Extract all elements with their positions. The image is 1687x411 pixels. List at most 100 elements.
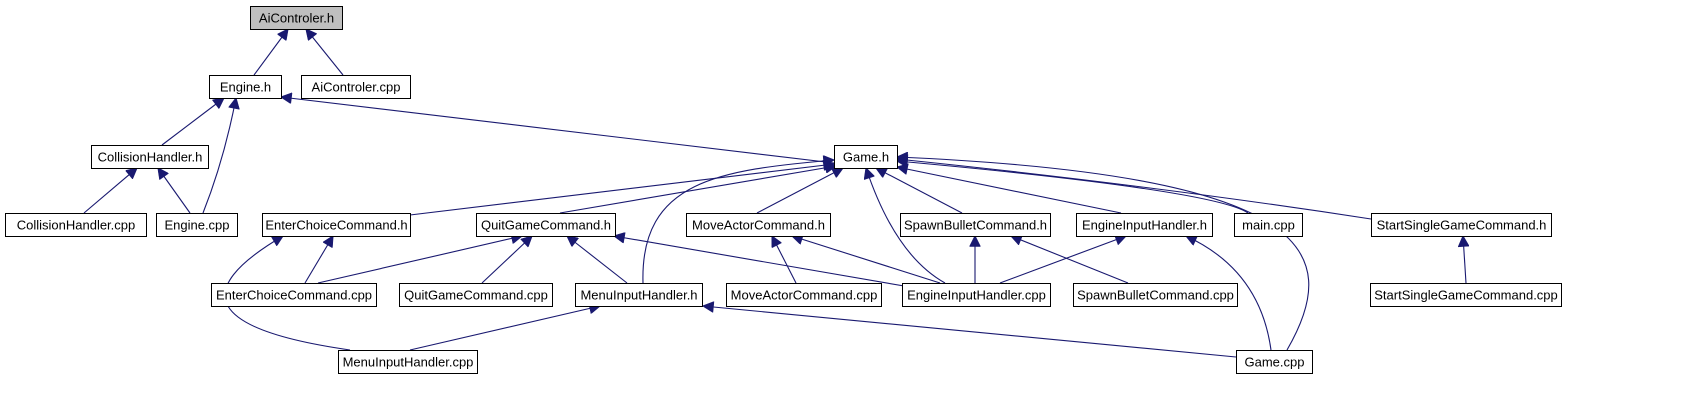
node-engine-cpp[interactable]: Engine.cpp <box>156 213 238 237</box>
edge-engineinputhandler-cpp-to-engineinputhandler-h <box>999 236 1126 284</box>
node-box[interactable] <box>900 213 1051 237</box>
node-label: Game.cpp <box>1245 354 1305 369</box>
node-box[interactable] <box>209 75 282 99</box>
node-box[interactable] <box>1371 213 1552 237</box>
edge-menuinputhandler-h-to-quitgamecommand-h <box>567 236 628 284</box>
node-label: MenuInputHandler.h <box>580 287 697 302</box>
edge-game-h-to-engine-h <box>281 97 835 164</box>
edge-collisionhandler-h-to-engine-h <box>161 98 224 146</box>
node-label: QuitGameCommand.cpp <box>404 287 548 302</box>
edge-spawnbulletcommand-cpp-to-spawnbulletcommand-h <box>1011 236 1129 284</box>
edge-enterchoicecommand-cpp-to-quitgamecommand-h <box>317 236 522 284</box>
edge-game-cpp-to-engineinputhandler-h <box>1186 236 1272 351</box>
node-startsinglegamecommand-cpp[interactable]: StartSingleGameCommand.cpp <box>1370 283 1562 307</box>
node-label: CollisionHandler.cpp <box>17 217 136 232</box>
node-label: StartSingleGameCommand.h <box>1377 217 1547 232</box>
node-box[interactable] <box>211 283 377 307</box>
node-label: AiControler.cpp <box>312 79 401 94</box>
node-label: SpawnBulletCommand.cpp <box>1077 287 1234 302</box>
edge-engineinputhandler-h-to-game-h <box>897 167 1122 214</box>
node-box[interactable] <box>1236 350 1313 374</box>
edge-spawnbulletcommand-h-to-game-h <box>876 168 963 214</box>
node-label: EnterChoiceCommand.cpp <box>216 287 372 302</box>
edge-engineinputhandler-cpp-to-moveactorcommand-h <box>792 236 941 284</box>
node-box[interactable] <box>575 283 703 307</box>
node-box[interactable] <box>1076 213 1213 237</box>
node-main-cpp[interactable]: main.cpp <box>1234 213 1303 237</box>
node-label: CollisionHandler.h <box>98 149 203 164</box>
edge-enterchoicecommand-h-to-game-h <box>409 164 834 216</box>
node-label: SpawnBulletCommand.h <box>904 217 1047 232</box>
node-box[interactable] <box>91 145 209 169</box>
node-moveactorcommand-cpp[interactable]: MoveActorCommand.cpp <box>726 283 882 307</box>
node-aicontroler-h[interactable]: AiControler.h <box>250 6 343 30</box>
node-box[interactable] <box>902 283 1051 307</box>
node-box[interactable] <box>156 213 238 237</box>
node-label: MenuInputHandler.cpp <box>343 354 474 369</box>
node-menuinputhandler-h[interactable]: MenuInputHandler.h <box>575 283 703 307</box>
edge-engine-cpp-to-engine-h <box>202 98 236 214</box>
node-game-h[interactable]: Game.h <box>834 145 898 169</box>
node-spawnbulletcommand-cpp[interactable]: SpawnBulletCommand.cpp <box>1073 283 1238 307</box>
node-label: EngineInputHandler.h <box>1082 217 1207 232</box>
node-collisionhandler-cpp[interactable]: CollisionHandler.cpp <box>5 213 147 237</box>
node-box[interactable] <box>834 145 898 169</box>
node-box[interactable] <box>250 6 343 30</box>
node-aicontroler-cpp[interactable]: AiControler.cpp <box>301 75 411 99</box>
node-startsinglegamecommand-h[interactable]: StartSingleGameCommand.h <box>1371 213 1552 237</box>
node-label: main.cpp <box>1242 217 1295 232</box>
node-box[interactable] <box>1073 283 1238 307</box>
node-label: AiControler.h <box>259 10 334 25</box>
node-box[interactable] <box>399 283 553 307</box>
node-menuinputhandler-cpp[interactable]: MenuInputHandler.cpp <box>338 350 478 374</box>
edge-aicontroler-cpp-to-aicontroler-h <box>306 29 344 76</box>
node-label: MoveActorCommand.h <box>692 217 825 232</box>
node-box[interactable] <box>301 75 411 99</box>
edge-quitgamecommand-cpp-to-quitgamecommand-h <box>481 236 532 284</box>
node-engineinputhandler-h[interactable]: EngineInputHandler.h <box>1076 213 1213 237</box>
edge-moveactorcommand-cpp-to-moveactorcommand-h <box>772 236 797 284</box>
edge-startsinglegamecommand-cpp-to-startsinglegamecommand-h <box>1463 236 1466 284</box>
node-box[interactable] <box>5 213 147 237</box>
node-box[interactable] <box>476 213 616 237</box>
edge-startsinglegamecommand-h-to-game-h <box>897 159 1372 220</box>
node-moveactorcommand-h[interactable]: MoveActorCommand.h <box>686 213 831 237</box>
node-label: EngineInputHandler.cpp <box>907 287 1046 302</box>
node-quitgamecommand-cpp[interactable]: QuitGameCommand.cpp <box>399 283 553 307</box>
edge-moveactorcommand-h-to-game-h <box>756 168 843 214</box>
node-box[interactable] <box>338 350 478 374</box>
node-box[interactable] <box>262 213 411 237</box>
node-label: QuitGameCommand.h <box>481 217 611 232</box>
node-enterchoicecommand-cpp[interactable]: EnterChoiceCommand.cpp <box>211 283 377 307</box>
node-game-cpp[interactable]: Game.cpp <box>1236 350 1313 374</box>
node-enterchoicecommand-h[interactable]: EnterChoiceCommand.h <box>262 213 411 237</box>
edge-collisionhandler-cpp-to-collisionhandler-h <box>83 168 137 214</box>
node-box[interactable] <box>1234 213 1303 237</box>
node-engine-h[interactable]: Engine.h <box>209 75 282 99</box>
node-label: StartSingleGameCommand.cpp <box>1374 287 1558 302</box>
node-box[interactable] <box>726 283 882 307</box>
edge-engineinputhandler-cpp-to-game-h <box>866 168 946 284</box>
edge-main-cpp-to-game-h <box>897 161 1249 214</box>
node-box[interactable] <box>1370 283 1562 307</box>
edge-quitgamecommand-h-to-game-h <box>559 166 836 214</box>
node-label: Game.h <box>843 149 889 164</box>
node-box[interactable] <box>686 213 831 237</box>
edge-enterchoicecommand-cpp-to-enterchoicecommand-h <box>304 236 333 284</box>
edge-engine-h-to-aicontroler-h <box>253 29 288 76</box>
node-label: Engine.h <box>220 79 271 94</box>
node-label: MoveActorCommand.cpp <box>731 287 878 302</box>
node-label: Engine.cpp <box>164 217 229 232</box>
edge-game-cpp-to-game-h <box>897 157 1310 351</box>
edge-engine-cpp-to-collisionhandler-h <box>158 168 191 214</box>
edge-menuinputhandler-cpp-to-menuinputhandler-h <box>409 306 600 351</box>
node-spawnbulletcommand-h[interactable]: SpawnBulletCommand.h <box>900 213 1051 237</box>
node-engineinputhandler-cpp[interactable]: EngineInputHandler.cpp <box>902 283 1051 307</box>
node-quitgamecommand-h[interactable]: QuitGameCommand.h <box>476 213 616 237</box>
edge-game-cpp-to-menuinputhandler-h <box>703 306 1237 358</box>
node-collisionhandler-h[interactable]: CollisionHandler.h <box>91 145 209 169</box>
edge-engineinputhandler-cpp-to-quitgamecommand-h <box>614 236 911 288</box>
node-label: EnterChoiceCommand.h <box>265 217 407 232</box>
